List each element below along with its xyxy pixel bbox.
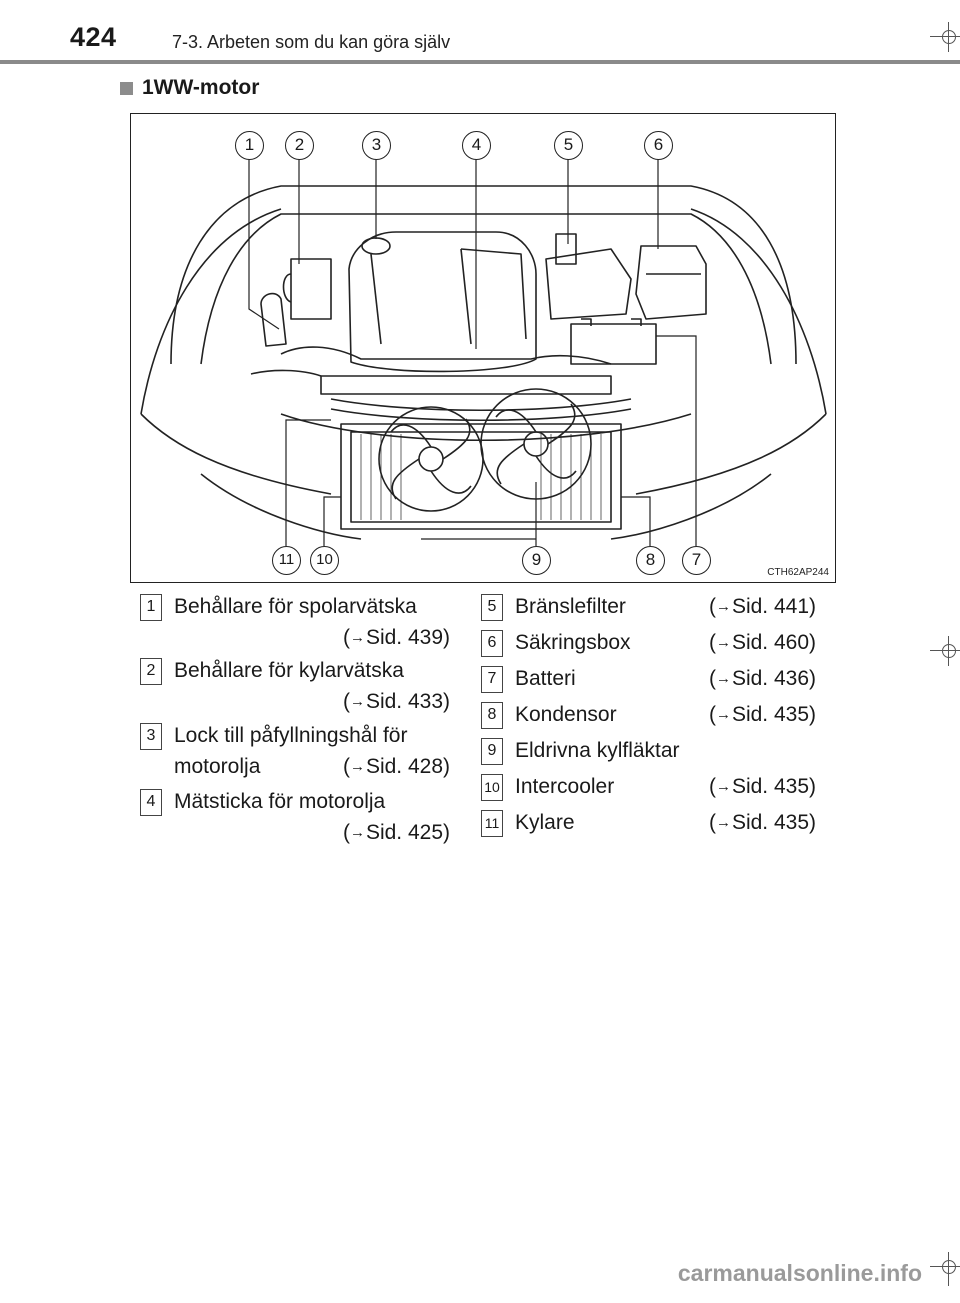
chapter-title: 7-3. Arbeten som du kan göra själv	[172, 32, 451, 52]
legend-item-2: 2 Behållare för kylarvätska (→Sid. 433)	[140, 655, 450, 719]
legend-label: Intercooler	[515, 775, 615, 798]
legend-item-11: 11 Kylare (→Sid. 435)	[481, 807, 816, 841]
heading-square-icon	[120, 81, 133, 95]
legend-label: Kondensor	[515, 703, 617, 726]
legend-num: 6	[481, 630, 503, 657]
section-heading: 1WW-motor	[120, 76, 259, 100]
legend-ref: (→Sid. 436)	[708, 667, 816, 690]
legend-num: 2	[140, 658, 162, 685]
legend-label: Behållare för kylarvätska	[174, 659, 404, 682]
legend-label: Säkringsbox	[515, 631, 631, 654]
legend-num: 8	[481, 702, 503, 729]
legend-ref: (→Sid. 428)	[342, 755, 450, 778]
legend-item-8: 8 Kondensor (→Sid. 435)	[481, 699, 816, 733]
callout-7: 7	[682, 546, 711, 575]
legend-item-6: 6 Säkringsbox (→Sid. 460)	[481, 627, 816, 661]
legend-label: Eldrivna kylfläktar	[515, 739, 680, 762]
watermark: carmanualsonline.info	[677, 1260, 922, 1286]
legend-ref: (→Sid. 460)	[708, 631, 816, 654]
legend-label: Bränslefilter	[515, 595, 626, 618]
legend-label: Lock till påfyllningshål för	[174, 724, 408, 747]
legend-item-5: 5 Bränslefilter (→Sid. 441)	[481, 591, 816, 625]
section-heading-text: 1WW-motor	[142, 76, 260, 99]
legend-ref: (→Sid. 441)	[708, 595, 816, 618]
callout-6: 6	[644, 131, 673, 160]
legend-label: Behållare för spolarvätska	[174, 595, 417, 618]
callout-11: 11	[272, 546, 301, 575]
engine-bay-figure: 1 2 3 4 5 6 11 10 9 8 7 CTH62AP244	[130, 113, 836, 583]
legend-item-1: 1 Behållare för spolarvätska (→Sid. 439)	[140, 591, 450, 655]
legend-num: 1	[140, 594, 162, 621]
legend-num: 11	[481, 810, 503, 837]
arrow-icon: →	[715, 706, 731, 723]
arrow-icon: →	[349, 629, 365, 646]
legend-label: Batteri	[515, 667, 576, 690]
callout-5: 5	[554, 131, 583, 160]
legend-ref: (→Sid. 425)	[342, 821, 450, 844]
callout-1: 1	[235, 131, 264, 160]
callout-10: 10	[310, 546, 339, 575]
legend-label-line2: motorolja	[174, 755, 261, 778]
arrow-icon: →	[349, 758, 365, 775]
legend-num: 9	[481, 738, 503, 765]
legend-label: Kylare	[515, 811, 575, 834]
arrow-icon: →	[715, 598, 731, 615]
arrow-icon: →	[349, 693, 365, 710]
callout-8: 8	[636, 546, 665, 575]
legend-num: 10	[481, 774, 503, 801]
legend-num: 5	[481, 594, 503, 621]
legend-item-3: 3 Lock till påfyllningshål för motorolja…	[140, 720, 450, 784]
legend-ref: (→Sid. 435)	[708, 811, 816, 834]
callout-4: 4	[462, 131, 491, 160]
legend-label: Mätsticka för motorolja	[174, 790, 386, 813]
legend-num: 4	[140, 789, 162, 816]
callout-3: 3	[362, 131, 391, 160]
legend-item-9: 9 Eldrivna kylfläktar	[481, 735, 816, 769]
legend-ref: (→Sid. 439)	[342, 626, 450, 649]
legend-item-4: 4 Mätsticka för motorolja (→Sid. 425)	[140, 786, 450, 850]
page-number: 424	[70, 22, 117, 52]
legend-ref: (→Sid. 435)	[708, 703, 816, 726]
arrow-icon: →	[715, 778, 731, 795]
header-rule	[0, 60, 960, 64]
arrow-icon: →	[715, 634, 731, 651]
legend-ref: (→Sid. 435)	[708, 775, 816, 798]
arrow-icon: →	[715, 814, 731, 831]
arrow-icon: →	[349, 824, 365, 841]
legend-item-10: 10 Intercooler (→Sid. 435)	[481, 771, 816, 805]
legend-ref: (→Sid. 433)	[342, 690, 450, 713]
engine-bay-illustration	[140, 157, 827, 546]
callout-2: 2	[285, 131, 314, 160]
legend-num: 7	[481, 666, 503, 693]
legend-item-7: 7 Batteri (→Sid. 436)	[481, 663, 816, 697]
arrow-icon: →	[715, 670, 731, 687]
legend-num: 3	[140, 723, 162, 750]
callout-9: 9	[522, 546, 551, 575]
figure-code: CTH62AP244	[767, 567, 829, 578]
